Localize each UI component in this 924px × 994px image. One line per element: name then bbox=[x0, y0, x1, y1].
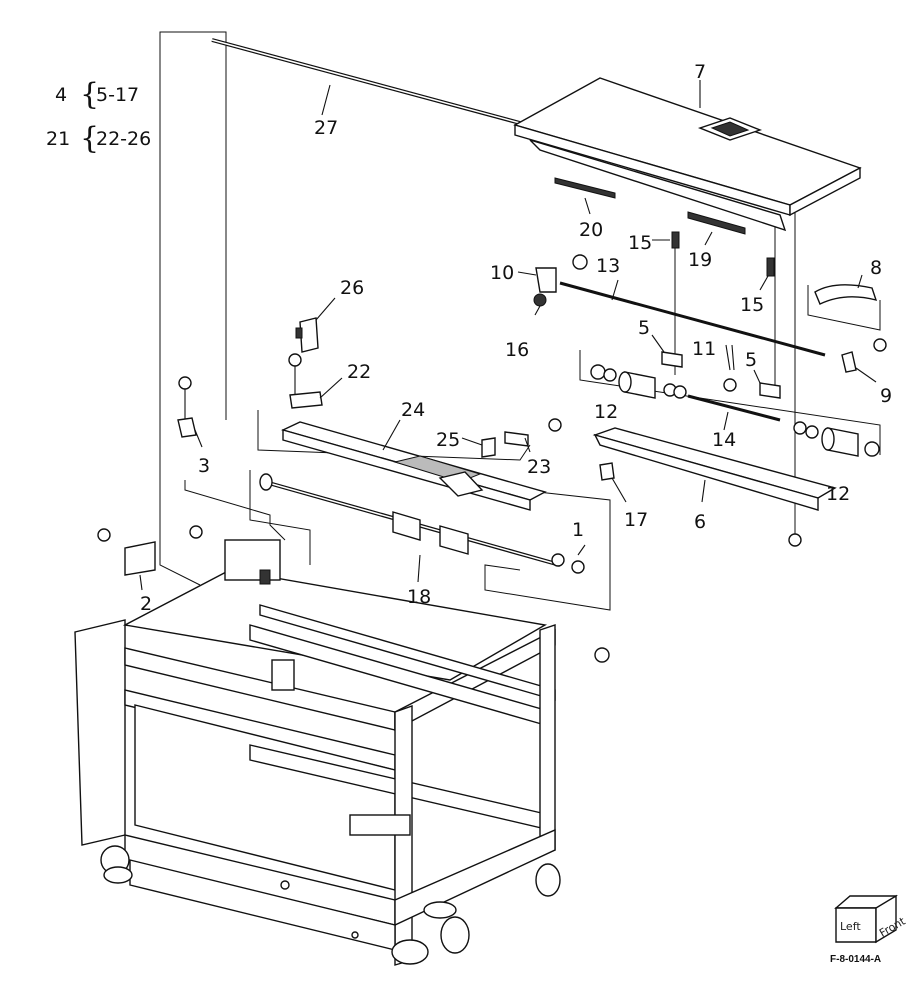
callout-16: 16 bbox=[505, 339, 529, 361]
callout-20: 20 bbox=[579, 219, 603, 241]
callout-1: 1 bbox=[572, 519, 584, 541]
ref-line-left bbox=[159, 31, 227, 586]
callouts: 1 2 3 5 5 6 7 8 9 10 11 12 12 13 14 15 1… bbox=[140, 61, 892, 615]
legend-range-1: 5-17 bbox=[96, 84, 139, 106]
callout-15-b: 15 bbox=[740, 294, 764, 316]
figure-id: F-8-0144-A bbox=[830, 954, 881, 965]
callout-5-b: 5 bbox=[745, 349, 757, 371]
screw-right bbox=[594, 647, 610, 663]
part-16-gear bbox=[533, 293, 547, 316]
part-13-shaft bbox=[559, 279, 826, 357]
part-5-bracket-b bbox=[759, 382, 781, 399]
callout-23: 23 bbox=[527, 456, 551, 478]
part-15-spring-b bbox=[766, 257, 775, 277]
frame-assembly bbox=[74, 539, 561, 966]
part-9-latch bbox=[841, 338, 887, 383]
callout-10: 10 bbox=[490, 262, 514, 284]
legend-parent-2: 21 bbox=[46, 128, 70, 150]
group-outline-4-top bbox=[579, 350, 881, 455]
part-3-bracket bbox=[177, 376, 203, 448]
callout-7: 7 bbox=[694, 61, 706, 83]
callout-3: 3 bbox=[198, 455, 210, 477]
part-2-bracket bbox=[97, 528, 156, 591]
part-27-shaft bbox=[211, 38, 521, 125]
callout-15-a: 15 bbox=[628, 232, 652, 254]
callout-9: 9 bbox=[880, 385, 892, 407]
orientation-cube: Left Front bbox=[834, 894, 908, 944]
part-15-spring-a bbox=[671, 231, 680, 249]
legend-range-2: 22-26 bbox=[96, 128, 151, 150]
group-outline-18 bbox=[249, 470, 311, 565]
part-19-spring bbox=[687, 211, 746, 246]
callout-24: 24 bbox=[401, 399, 425, 421]
callout-5-a: 5 bbox=[638, 317, 650, 339]
callout-12-a: 12 bbox=[594, 401, 618, 423]
legend-brace-1: { bbox=[80, 77, 99, 112]
part-5-bracket-a bbox=[661, 351, 683, 368]
part-22-bracket bbox=[288, 353, 343, 409]
part-12-roller-b bbox=[793, 421, 880, 457]
reference-lines bbox=[159, 31, 881, 611]
legend-brace-2: { bbox=[80, 121, 99, 156]
callout-18: 18 bbox=[407, 586, 431, 608]
part-11-actuator bbox=[723, 344, 737, 392]
group-outline-8 bbox=[807, 285, 881, 331]
group-outline-1 bbox=[484, 489, 611, 611]
part-12-roller-a bbox=[590, 364, 687, 399]
screw-left bbox=[189, 525, 203, 539]
ref-line-bracket3 bbox=[184, 480, 286, 541]
callout-22: 22 bbox=[347, 361, 371, 383]
part-1-bearing bbox=[551, 544, 586, 574]
legend-parent-1: 4 bbox=[55, 84, 67, 106]
callout-27: 27 bbox=[314, 117, 338, 139]
legend: 4 { 5-17 21 { 22-26 bbox=[46, 77, 151, 156]
part-17-pad bbox=[599, 462, 627, 503]
callout-14: 14 bbox=[712, 429, 736, 451]
part-14-shaft bbox=[687, 394, 781, 431]
part-7-top-cover bbox=[513, 77, 862, 232]
callout-26: 26 bbox=[340, 277, 364, 299]
callout-8: 8 bbox=[870, 257, 882, 279]
callout-11: 11 bbox=[692, 338, 716, 360]
part-8-handle bbox=[814, 274, 878, 305]
callout-12-b: 12 bbox=[826, 483, 850, 505]
part-18-roller-shaft bbox=[259, 473, 561, 583]
callout-17: 17 bbox=[624, 509, 648, 531]
callout-13: 13 bbox=[596, 255, 620, 277]
part-23-actuator bbox=[504, 418, 562, 453]
callout-19: 19 bbox=[688, 249, 712, 271]
cube-left-label: Left bbox=[840, 920, 861, 933]
callout-2: 2 bbox=[140, 593, 152, 615]
part-26-switch bbox=[295, 297, 336, 353]
part-25-sensor bbox=[461, 437, 496, 458]
callout-25: 25 bbox=[436, 429, 460, 451]
part-24-guide bbox=[281, 419, 547, 511]
part-6-guide bbox=[592, 427, 837, 547]
callout-6: 6 bbox=[694, 511, 706, 533]
part-10-bracket bbox=[517, 254, 588, 293]
part-20-spring bbox=[554, 177, 616, 215]
